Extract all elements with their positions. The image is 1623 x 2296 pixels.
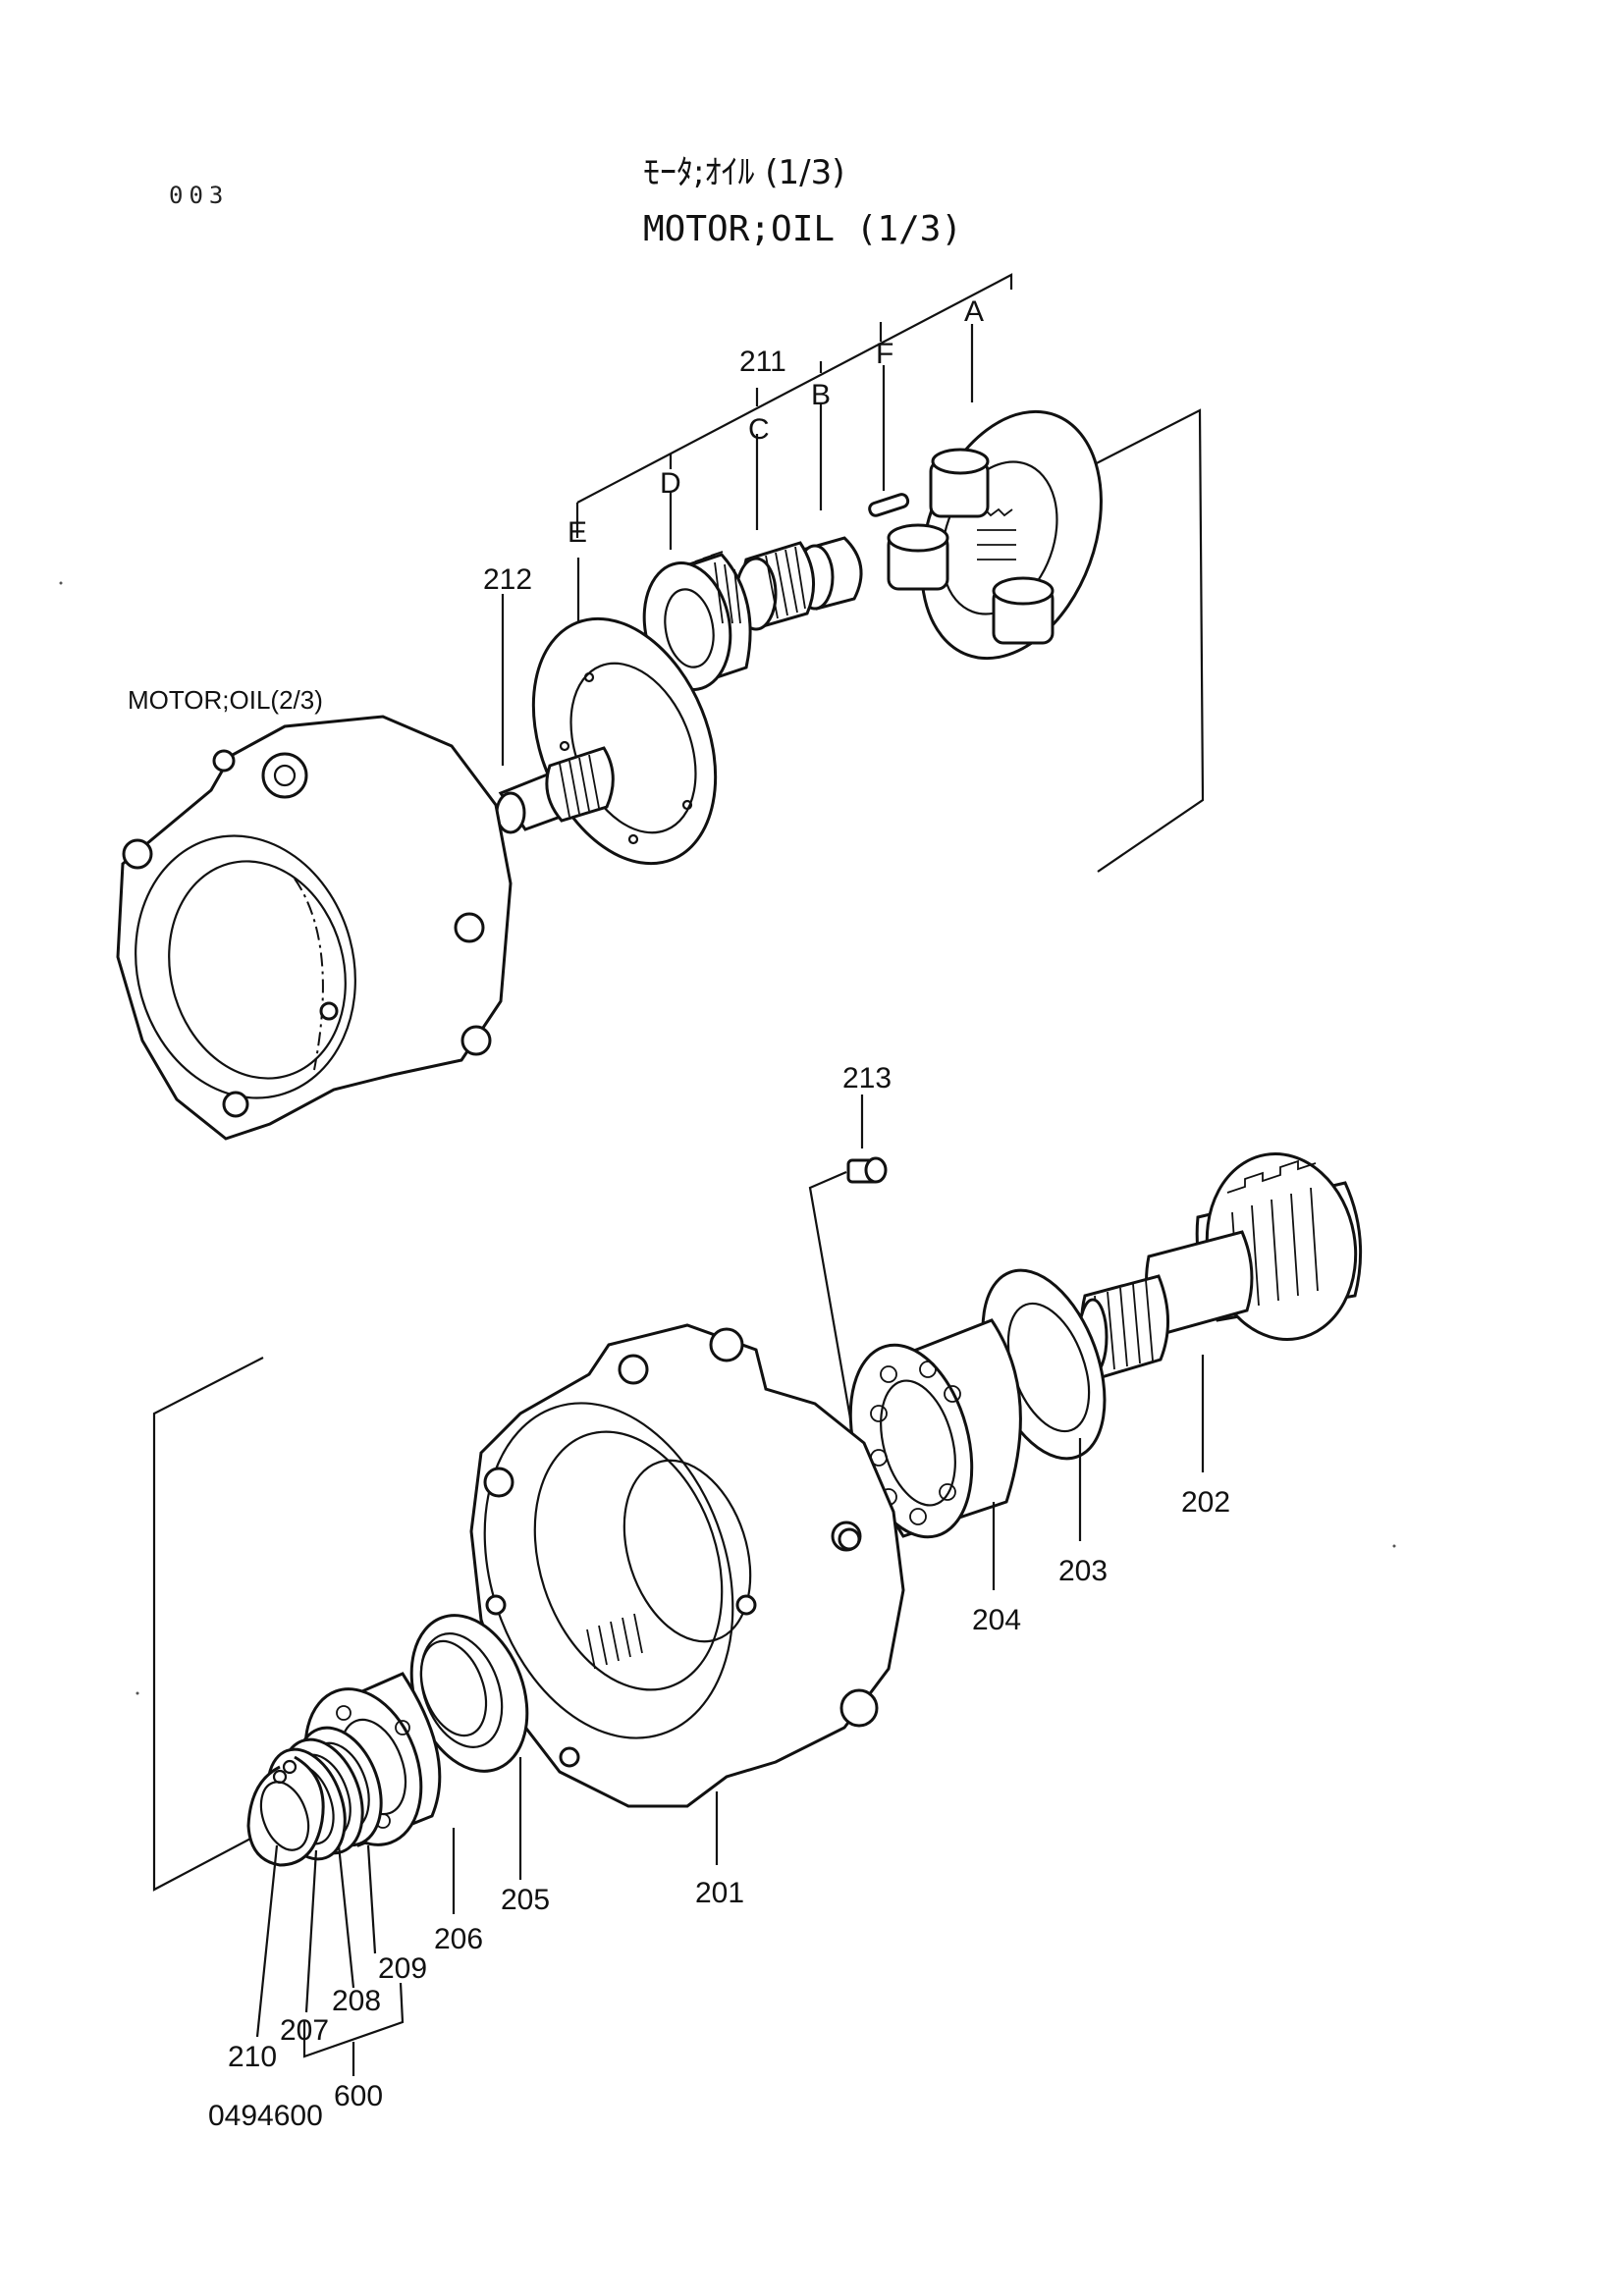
snap-ring-210 <box>246 1755 325 1867</box>
callout-f: F <box>876 338 893 370</box>
callout-208: 208 <box>332 1985 381 2017</box>
oil-seal-205 <box>409 1614 529 1773</box>
callout-210: 210 <box>228 2041 277 2073</box>
title-japanese: ﾓｰﾀ;ｵｲﾙ (1/3) <box>643 153 845 192</box>
callout-207: 207 <box>280 2014 329 2047</box>
callout-213: 213 <box>842 1062 892 1095</box>
title-english: MOTOR;OIL (1/3) <box>643 209 962 249</box>
callout-203: 203 <box>1058 1555 1108 1587</box>
scan-speck <box>59 581 63 585</box>
output-shaft-202 <box>1077 1152 1363 1381</box>
plug-213 <box>808 1095 888 1498</box>
drawing-number: 0494600 <box>208 2100 323 2132</box>
main-housing-201 <box>469 1323 905 1808</box>
upper-housing <box>116 715 513 1141</box>
callout-209: 209 <box>378 1952 427 1985</box>
callout-b: B <box>811 379 831 411</box>
scan-speck <box>135 1691 139 1695</box>
callout-202: 202 <box>1181 1486 1230 1519</box>
callout-206: 206 <box>434 1923 483 1955</box>
callout-e: E <box>568 516 587 549</box>
callout-600: 600 <box>334 2080 383 2112</box>
right-connector-bracket <box>1084 408 1205 873</box>
pin-f <box>868 493 910 517</box>
callout-a: A <box>964 295 984 328</box>
left-connector-bracket <box>152 1357 291 1892</box>
page-number: 003 <box>169 182 229 209</box>
reference-label: MOTOR;OIL(2/3) <box>128 685 323 715</box>
callout-c: C <box>748 413 770 446</box>
callout-212: 212 <box>483 563 532 596</box>
scan-speck <box>1392 1544 1396 1548</box>
callout-211: 211 <box>739 346 786 378</box>
callout-204: 204 <box>972 1604 1021 1636</box>
callout-d: D <box>660 467 681 500</box>
sun-gear-212 <box>495 746 615 834</box>
carrier-plate-a <box>887 409 1103 661</box>
callout-201: 201 <box>695 1877 744 1909</box>
upper-bracket <box>501 273 1013 766</box>
callout-205: 205 <box>501 1884 550 1916</box>
lower-leaders <box>255 1355 1205 2076</box>
